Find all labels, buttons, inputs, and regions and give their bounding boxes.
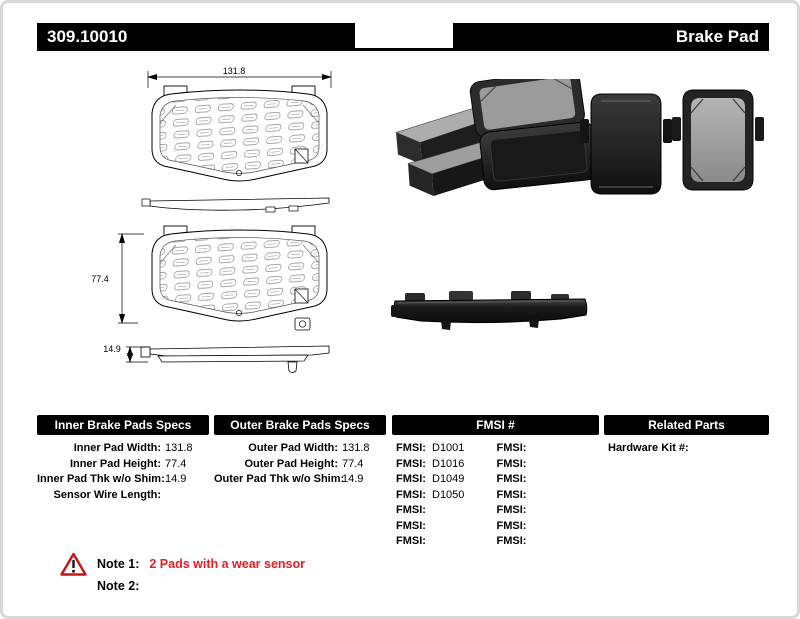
fmsi-cell: FMSI: — [497, 457, 598, 473]
dim-width-lines — [147, 71, 332, 88]
part-number-bar: 309.10010 — [37, 23, 355, 51]
spec-row: Inner Pad Height: 77.4 — [37, 457, 209, 473]
fmsi-value: D1049 — [432, 473, 465, 485]
drawing-pad-edge-top — [141, 197, 330, 213]
spec-label: Inner Pad Thk w/o Shim: — [37, 473, 165, 485]
fmsi-value: D1016 — [432, 457, 465, 470]
fmsi-value: D1001 — [432, 442, 465, 454]
note-1: Note 1: 2 Pads with a wear sensor — [97, 557, 305, 571]
spec-value: 131.8 — [342, 442, 370, 454]
fmsi-cell: FMSI: — [497, 503, 598, 519]
spec-label: Outer Pad Height: — [244, 457, 338, 470]
fmsi-label: FMSI: — [396, 442, 426, 454]
warning-triangle-icon — [60, 552, 87, 582]
note-2: Note 2: — [97, 579, 149, 593]
spec-value: 77.4 — [342, 457, 364, 470]
dim-thickness-lines — [126, 346, 148, 363]
spec-row: Hardware Kit #: — [608, 441, 769, 457]
spec-label: Outer Pad Thk w/o Shim: — [214, 473, 345, 485]
technical-drawing: 131.8 77.4 — [91, 66, 332, 373]
dim-height-lines — [118, 233, 144, 324]
product-photo-group — [395, 79, 764, 196]
fmsi-cell: FMSI: D1049 — [396, 472, 497, 488]
spec-label: Inner Pad Height: — [69, 457, 161, 470]
spec-label: Sensor Wire Length: — [53, 488, 161, 501]
note-1-text: 2 Pads with a wear sensor — [149, 557, 305, 571]
photo-pads-angled — [395, 79, 598, 196]
fmsi-label: FMSI: — [496, 488, 527, 501]
fmsi-cell: FMSI: — [396, 534, 497, 550]
spec-row: Outer Pad Width: 131.8 — [214, 441, 386, 457]
spec-label: Outer Pad Width: — [248, 442, 338, 454]
related-parts-header: Related Parts — [604, 415, 769, 435]
fmsi-cell: FMSI: D1016 — [396, 457, 497, 473]
dim-thickness-label: 14.9 — [103, 344, 121, 354]
related-parts-table: Related Parts Hardware Kit #: — [604, 415, 769, 457]
fmsi-label: FMSI: — [396, 535, 426, 547]
fmsi-label: FMSI: — [496, 442, 527, 454]
drawing-pad-edge-bottom — [140, 345, 330, 373]
fmsi-cell: FMSI: — [497, 472, 598, 488]
fmsi-cell: FMSI: D1050 — [396, 488, 497, 504]
spec-row: Inner Pad Thk w/o Shim: 14.9 — [37, 472, 209, 488]
part-number: 309.10010 — [47, 27, 128, 46]
fmsi-label: FMSI: — [396, 519, 426, 532]
spec-row: Outer Pad Height: 77.4 — [214, 457, 386, 473]
product-photo-edge — [391, 291, 588, 330]
photo-pad-friction-face — [672, 89, 764, 191]
product-type-bar: Brake Pad — [453, 23, 769, 51]
inner-specs-header: Inner Brake Pads Specs — [37, 415, 209, 435]
drawing-pad-outer — [151, 85, 328, 182]
inner-specs-table: Inner Brake Pads Specs Inner Pad Width: … — [37, 415, 209, 503]
fmsi-table: FMSI # FMSI: D1001 FMSI: FMSI: D1016 FMSI:… — [392, 415, 599, 550]
spec-label: Hardware Kit #: — [608, 442, 689, 454]
fmsi-cell: FMSI: — [497, 534, 598, 550]
fmsi-value: D1050 — [432, 488, 465, 501]
spec-row: Outer Pad Thk w/o Shim: 14.9 — [214, 472, 386, 488]
fmsi-cell: FMSI: — [396, 503, 497, 519]
fmsi-cell: FMSI: D1001 — [396, 441, 497, 457]
product-type: Brake Pad — [675, 27, 759, 46]
fmsi-label: FMSI: — [496, 504, 527, 516]
fmsi-label: FMSI: — [496, 473, 527, 485]
drawing-pad-inner — [151, 225, 328, 331]
fmsi-label: FMSI: — [396, 457, 426, 470]
spec-row: Sensor Wire Length: — [37, 488, 209, 504]
spec-label: Inner Pad Width: — [73, 442, 161, 454]
spec-value: 14.9 — [342, 473, 364, 485]
fmsi-header: FMSI # — [392, 415, 599, 435]
photo-pad-backplate — [580, 93, 672, 195]
dim-width-label: 131.8 — [223, 66, 246, 76]
fmsi-cell: FMSI: — [497, 519, 598, 535]
fmsi-cell: FMSI: — [396, 519, 497, 535]
fmsi-label: FMSI: — [496, 457, 527, 470]
fmsi-label: FMSI: — [396, 473, 426, 485]
spec-row: Inner Pad Width: 131.8 — [37, 441, 209, 457]
fmsi-cell: FMSI: — [497, 488, 598, 504]
fmsi-label: FMSI: — [396, 504, 426, 516]
fmsi-label: FMSI: — [496, 519, 527, 532]
dim-height-label: 77.4 — [91, 274, 109, 284]
spec-value: 131.8 — [165, 442, 193, 454]
note-1-label: Note 1: — [97, 557, 140, 571]
fmsi-cell: FMSI: — [497, 441, 598, 457]
header-divider — [353, 48, 455, 51]
outer-specs-table: Outer Brake Pads Specs Outer Pad Width: … — [214, 415, 386, 488]
spec-value: 14.9 — [165, 473, 187, 485]
outer-specs-header: Outer Brake Pads Specs — [214, 415, 386, 435]
note-2-label: Note 2: — [97, 579, 140, 593]
fmsi-label: FMSI: — [396, 488, 426, 501]
fmsi-label: FMSI: — [496, 535, 527, 547]
spec-value: 77.4 — [165, 457, 187, 470]
